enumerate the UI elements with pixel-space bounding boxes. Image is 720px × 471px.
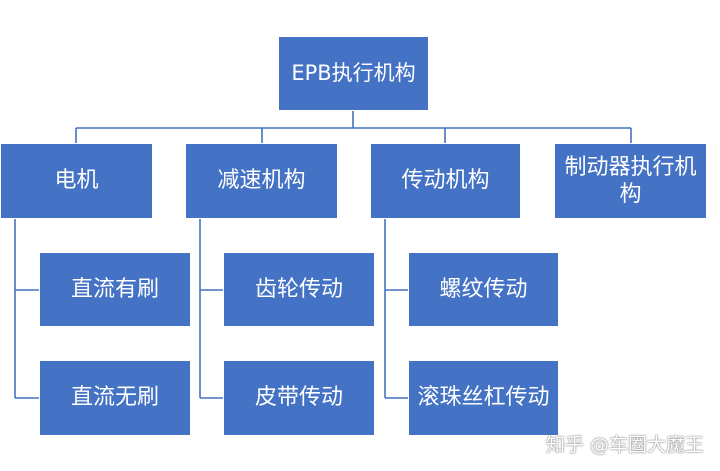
child-node-gear-drive: 齿轮传动: [223, 252, 375, 327]
category-node-motor: 电机: [0, 143, 153, 219]
category-node-reducer: 减速机构: [185, 143, 338, 219]
child-node-brushed-dc: 直流有刷: [39, 252, 191, 327]
watermark: 知乎 @车圈大魔王: [545, 434, 704, 456]
child-node-brushless-dc: 直流无刷: [39, 360, 191, 436]
child-node-screw-drive: 螺纹传动: [408, 252, 559, 327]
child-node-belt-drive: 皮带传动: [223, 360, 375, 436]
child-node-ball-screw-drive: 滚珠丝杠传动: [408, 360, 559, 436]
category-node-brake-actuator: 制动器执行机构: [554, 143, 707, 219]
root-node: EPB执行机构: [278, 36, 429, 111]
category-node-transmission: 传动机构: [370, 143, 521, 219]
